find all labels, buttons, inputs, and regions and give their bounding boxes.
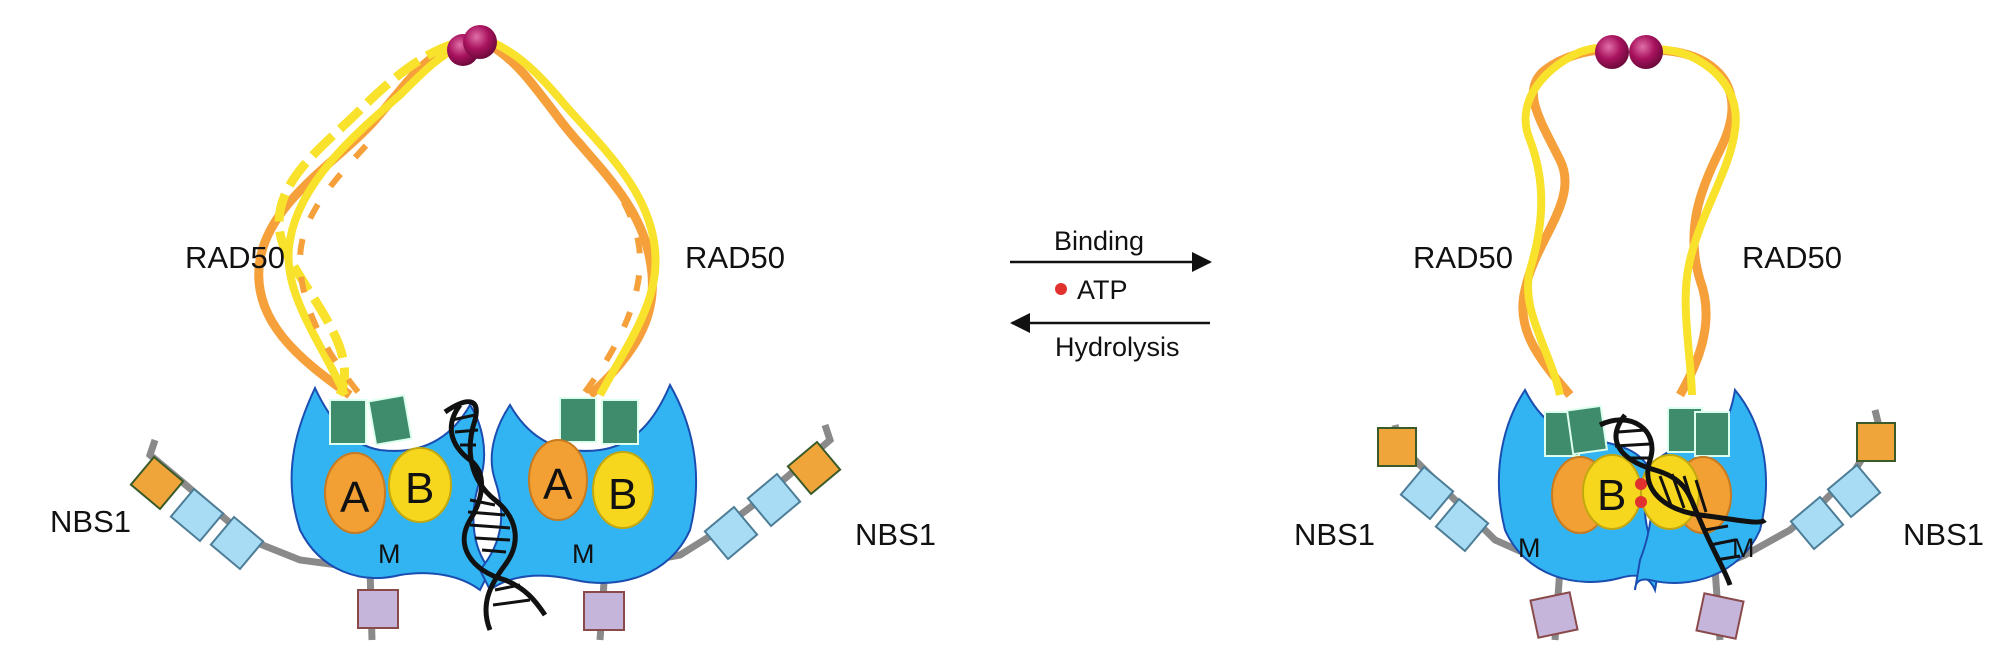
mre11-right-label: M [572, 539, 595, 569]
rad50-green-box [1565, 404, 1609, 456]
atp-dot-icon [1055, 283, 1067, 295]
nbs1-tan-box [129, 455, 185, 511]
nbs1-light-box [746, 472, 802, 528]
rad50-label-left-complex-right: RAD50 [685, 240, 785, 275]
nbs1-label-right-complex-right: NBS1 [1903, 517, 1984, 552]
nbs1-label-left-complex-left: NBS1 [50, 504, 131, 539]
domain-a-left [324, 452, 386, 534]
mre11-right [478, 382, 698, 592]
dna-helix-right [1598, 413, 1767, 586]
nbs1-light-box [1826, 463, 1882, 519]
mre11-left-label: M [378, 539, 401, 569]
nbs1-label-left-complex-right: NBS1 [855, 517, 936, 552]
nbs1-chain-right-b [1695, 409, 1896, 641]
equilibrium-arrows: Binding ATP Hydrolysis [1010, 226, 1212, 362]
domain-a-left-label: A [340, 473, 370, 522]
nbs1-light-box [703, 505, 759, 561]
nbs1-lilac-box [583, 591, 625, 631]
rad50-green-box [559, 397, 597, 443]
mre11-right-label-right-complex: M [1732, 533, 1755, 563]
rad50-label-right-complex-right: RAD50 [1742, 240, 1842, 275]
rad50-coil-right [487, 38, 660, 399]
nbs1-tan-box [1377, 427, 1417, 467]
nbs1-lilac-box [1529, 591, 1579, 639]
dna-helix-left [443, 399, 548, 631]
domain-b-left-label: B [405, 464, 434, 513]
hydrolysis-label: Hydrolysis [1055, 332, 1180, 362]
nbs1-lilac-box [357, 589, 399, 629]
nbs1-light-box [1399, 465, 1455, 521]
domain-b-left [388, 447, 452, 523]
nbs1-light-box [1789, 495, 1845, 551]
rad50-green-box [601, 399, 639, 445]
mre11-left-label-right-complex: M [1518, 533, 1541, 563]
binding-label: Binding [1054, 226, 1144, 256]
nbs1-chain-left-a [129, 438, 399, 641]
domain-a-right-label: A [543, 460, 573, 509]
left-complex: M M A B A B [50, 25, 936, 641]
domain-b-right [592, 451, 654, 529]
rad50-zinc-hook-right [1595, 35, 1663, 69]
atp-label: ATP [1077, 275, 1128, 305]
nbs1-tan-box [786, 440, 842, 496]
atp-dot-bound-1 [1635, 478, 1647, 490]
rad50-label-right-complex-left: RAD50 [1413, 240, 1513, 275]
rad50-label-left-complex-left: RAD50 [185, 240, 285, 275]
rad50-coil-right-complex-right [1644, 45, 1740, 398]
rad50-green-box [367, 394, 413, 446]
domain-b-right-label: B [608, 470, 637, 519]
nbs1-light-box [169, 487, 225, 543]
rad50-zinc-hook-left [447, 25, 497, 66]
nbs1-lilac-box [1695, 592, 1745, 640]
rad50-coil-left [254, 37, 464, 399]
nbs1-light-box [1434, 497, 1490, 553]
domain-a-right [528, 439, 588, 521]
domain-b-closed-label: B [1597, 471, 1626, 520]
rad50-green-box [329, 399, 367, 445]
nbs1-light-box [209, 515, 265, 571]
rad50-green-box [1694, 411, 1730, 457]
right-complex: M M B RAD50 [1294, 35, 1984, 641]
nbs1-tan-box [1856, 422, 1896, 462]
atp-dot-bound-2 [1635, 496, 1647, 508]
rad50-coil-right-complex-left [1518, 43, 1612, 398]
nbs1-label-right-complex-left: NBS1 [1294, 517, 1375, 552]
